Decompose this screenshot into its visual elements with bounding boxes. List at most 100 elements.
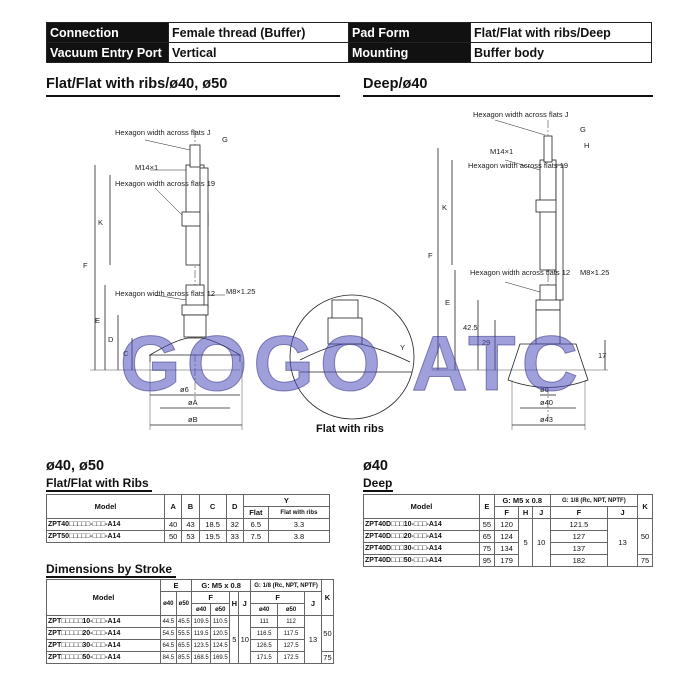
right-table-title: ø40 <box>363 458 388 474</box>
col-g-m5: G: M5 x 0.8 <box>493 494 551 507</box>
header-row: Vacuum Entry Port Vertical Mounting Buff… <box>46 42 652 63</box>
spec-header-table: Connection Female thread (Buffer) Pad Fo… <box>46 22 652 63</box>
col-c: C <box>198 494 227 519</box>
header-value-mounting: Buffer body <box>470 42 652 63</box>
col-g-18: G: 1/8 (Rc, NPT, NPTF) <box>250 579 322 592</box>
label-phiA: øA <box>188 398 198 407</box>
col-model: Model <box>363 494 480 519</box>
cell: 110.5 <box>210 615 231 628</box>
cell: 43 <box>181 518 200 531</box>
col-f2: F <box>549 506 609 519</box>
cell: 124 <box>493 530 520 543</box>
cell-model: ZPT50□□□□□-□□□-A14 <box>46 530 165 543</box>
cell: 3.3 <box>267 518 331 531</box>
table-row: ZPT□□□□□50-□□□-A14 84.5 85.5 168.5 169.5… <box>46 651 335 664</box>
col-ff50: ø50 <box>277 603 305 616</box>
label-phi43: ø43 <box>540 415 553 424</box>
cell: 85.5 <box>175 651 193 664</box>
cell-model: ZPT40D□□□20-□□□-A14 <box>363 530 480 543</box>
label-d: D <box>108 335 114 344</box>
right-drawing-title: Deep/ø40 <box>363 76 428 92</box>
col-g-18: G: 1/8 (Rc, NPT, NPTF) <box>549 494 639 507</box>
cell: 134 <box>493 542 520 555</box>
col-j: J <box>238 591 252 616</box>
cell: 124.5 <box>210 639 231 652</box>
cell-model: ZPT□□□□□50-□□□-A14 <box>46 651 161 664</box>
cell: 55.5 <box>175 627 193 640</box>
header-key-vacuum-entry: Vacuum Entry Port <box>46 42 169 63</box>
cell: 172.5 <box>277 651 305 664</box>
header-row: Connection Female thread (Buffer) Pad Fo… <box>46 22 652 43</box>
cell: 171.5 <box>250 651 279 664</box>
col-model: Model <box>46 494 165 519</box>
col-j: J <box>531 506 551 519</box>
col-flat: Flat <box>242 506 269 519</box>
cell: 50 <box>163 530 183 543</box>
col-e40: ø40 <box>160 591 177 616</box>
cell: 40 <box>163 518 183 531</box>
label-hex-12: Hexagon width across flats 12 <box>115 289 215 298</box>
cell: 65 <box>479 530 495 543</box>
left-table1-subtitle: Flat/Flat with Ribs <box>46 476 149 490</box>
col-k: K <box>320 579 335 616</box>
cell-j: 10 <box>238 615 252 664</box>
label-g: G <box>222 135 228 144</box>
cell: 116.5 <box>250 627 279 640</box>
cell: 127.5 <box>277 639 305 652</box>
cell: 44.5 <box>160 615 177 628</box>
label-k: K <box>98 218 103 227</box>
label-phi6-left: ø6 <box>180 385 189 394</box>
label-m8: M8×1.25 <box>226 287 255 296</box>
col-f50: ø50 <box>210 603 231 616</box>
cell: 84.5 <box>160 651 177 664</box>
stroke-table: Model E G: M5 x 0.8 G: 1/8 (Rc, NPT, NPT… <box>46 579 335 664</box>
col-y: Y <box>242 494 331 507</box>
table-row: ZPT40D□□□50-□□□-A14 95 179 182 75 <box>363 554 653 567</box>
col-h: H <box>518 506 533 519</box>
cell-k: 50 <box>637 518 653 555</box>
cell: 53 <box>181 530 200 543</box>
cell-k: 75 <box>637 554 653 567</box>
table-row: ZPT□□□□□20-□□□-A14 54.5 55.5 119.5 120.5… <box>46 627 334 640</box>
right-table-subtitle: Deep <box>363 476 393 490</box>
cell: 182 <box>549 554 609 567</box>
col-f: F <box>493 506 520 519</box>
label-f-right: F <box>428 251 433 260</box>
col-f2: F <box>250 591 305 604</box>
label-hex-j: Hexagon width across flats J <box>115 128 211 137</box>
table-row: ZPT40□□□□□-□□□-A14 40 43 18.5 32 6.5 3.3 <box>46 518 331 531</box>
detail-caption: Flat with ribs <box>316 423 384 435</box>
label-hex-19: Hexagon width across flats 19 <box>115 179 215 188</box>
col-e: E <box>159 579 193 592</box>
col-e50: ø50 <box>175 591 193 616</box>
col-model: Model <box>46 579 161 616</box>
col-b: B <box>181 494 200 519</box>
cell-h: 5 <box>229 615 240 664</box>
flat-ribs-table: Model A B C D Y Flat Flat with ribs ZPT4… <box>46 494 331 543</box>
cell: 121.5 <box>549 518 609 531</box>
cell: 64.5 <box>160 639 177 652</box>
technical-drawing: Hexagon width across flats J G M14×1 Hex… <box>83 110 609 430</box>
label-c: C <box>123 349 129 358</box>
label-y: Y <box>400 343 405 352</box>
table-row: ZPT□□□□□10-□□□-A14 44.5 45.5 109.5 110.5… <box>46 615 335 664</box>
cell: 137 <box>549 542 609 555</box>
cell: 75 <box>479 542 495 555</box>
cell: 55 <box>479 518 495 531</box>
label-m14: M14×1 <box>135 163 158 172</box>
cell-j2: 13 <box>607 518 639 567</box>
cell: 117.5 <box>277 627 305 640</box>
cell: 179 <box>493 554 520 567</box>
cell-model: ZPT□□□□□10-□□□-A14 <box>46 615 161 628</box>
cell-model: ZPT□□□□□30-□□□-A14 <box>46 639 161 652</box>
cell-model: ZPT40D□□□50-□□□-A14 <box>363 554 480 567</box>
cell: 54.5 <box>160 627 177 640</box>
header-value-connection: Female thread (Buffer) <box>168 22 349 43</box>
cell: 7.5 <box>242 530 269 543</box>
left-table1-title: ø40, ø50 <box>46 458 105 474</box>
right-table-rule <box>363 490 393 492</box>
cell: 119.5 <box>191 627 212 640</box>
col-d: D <box>225 494 244 519</box>
col-e: E <box>479 494 495 519</box>
cell: 112 <box>277 615 305 628</box>
